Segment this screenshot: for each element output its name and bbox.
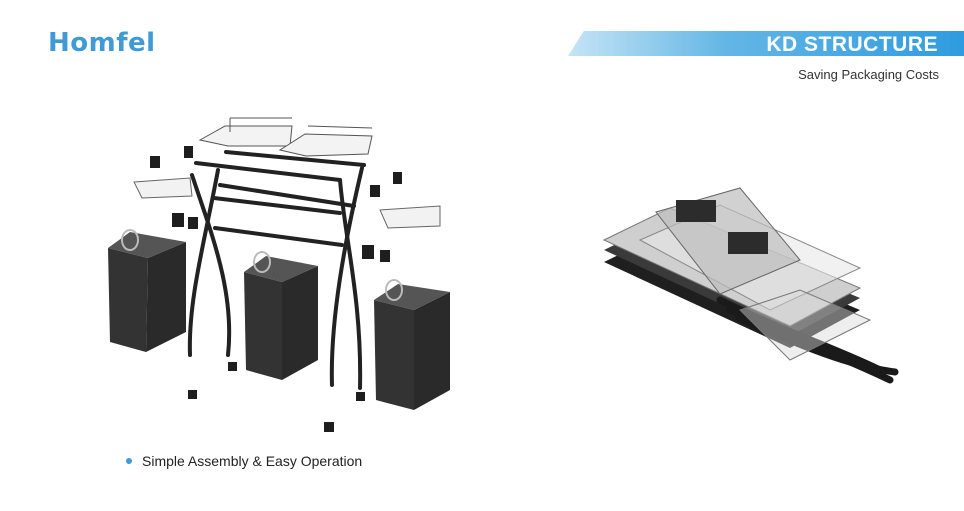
hamper-bag-icon [108, 229, 450, 410]
frame-rods [194, 150, 366, 247]
feature-label: Simple Assembly & Easy Operation [142, 453, 363, 469]
page-subtitle: Saving Packaging Costs [798, 67, 939, 82]
bullet-dot-icon [126, 458, 132, 464]
title-banner [568, 31, 964, 56]
homfel-logo: Homfel [48, 28, 156, 58]
logo-text: Homfel [48, 28, 156, 58]
page-title: KD STRUCTURE [766, 33, 938, 56]
flat-pack-bundle-icon [602, 187, 899, 384]
side-tray-icon [133, 177, 441, 229]
connector-parts [150, 146, 402, 432]
frame-legs [187, 166, 364, 390]
wire-shelf-icon [198, 117, 373, 157]
feature-list-item: Simple Assembly & Easy Operation [126, 453, 362, 469]
